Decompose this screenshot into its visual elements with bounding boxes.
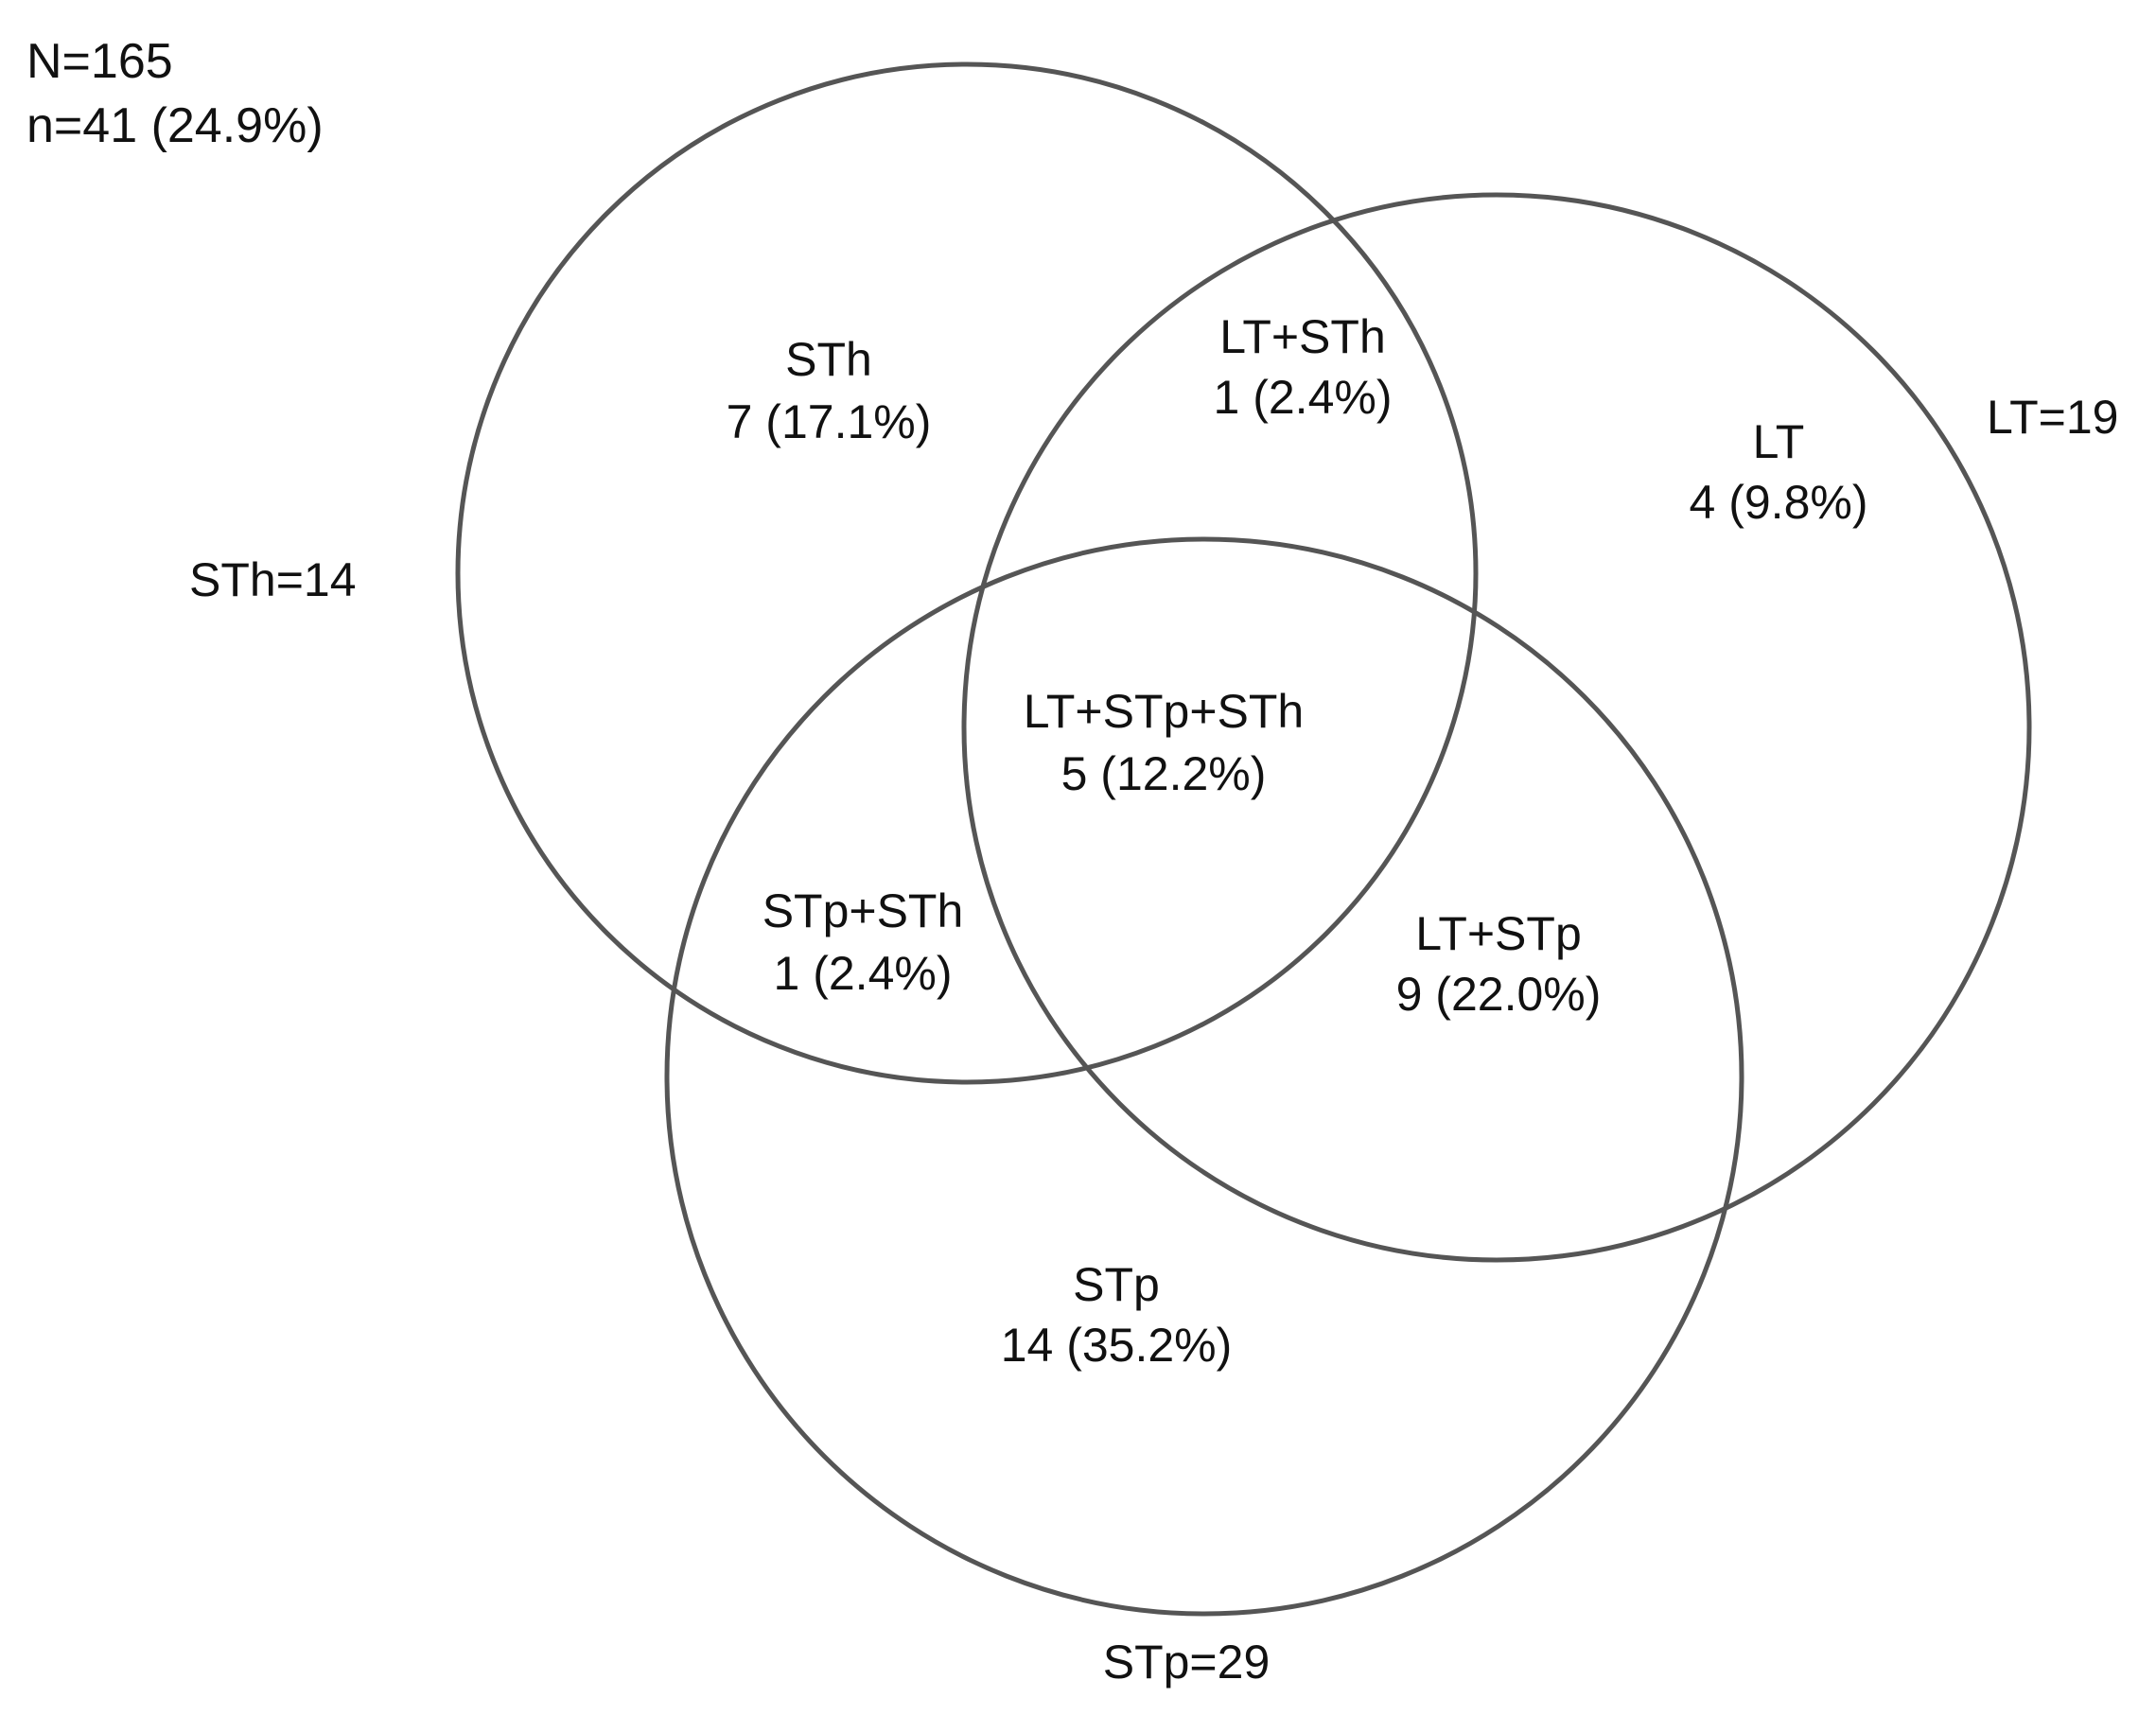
region-all-three-name: LT+STp+STh	[1024, 685, 1304, 738]
region-stp-sth-value: 1 (2.4%)	[774, 947, 953, 1000]
circle-stp	[664, 536, 1744, 1617]
region-lt-sth-name: LT+STh	[1219, 310, 1386, 363]
region-lt-stp-name: LT+STp	[1415, 907, 1582, 960]
set-label-lt: LT=19	[1987, 391, 2118, 444]
region-lt-stp-value: 9 (22.0%)	[1396, 968, 1602, 1021]
region-lt-sth-value: 1 (2.4%)	[1214, 371, 1393, 424]
region-stp-only-name: STp	[1073, 1258, 1160, 1311]
set-label-stp: STp=29	[1103, 1636, 1271, 1689]
circle-lt	[961, 192, 2032, 1263]
region-lt-only-name: LT	[1753, 415, 1805, 468]
region-stp-only-value: 14 (35.2%)	[1001, 1319, 1233, 1372]
summary-total: N=165	[26, 34, 173, 89]
circle-sth	[455, 61, 1479, 1085]
region-all-three-value: 5 (12.2%)	[1061, 747, 1267, 800]
set-label-sth: STh=14	[189, 553, 357, 606]
region-stp-sth-name: STp+STh	[762, 884, 964, 937]
region-sth-only-value: 7 (17.1%)	[727, 395, 932, 448]
region-lt-only-value: 4 (9.8%)	[1690, 476, 1868, 529]
region-sth-only-name: STh	[785, 333, 872, 386]
summary-subset: n=41 (24.9%)	[26, 98, 324, 153]
